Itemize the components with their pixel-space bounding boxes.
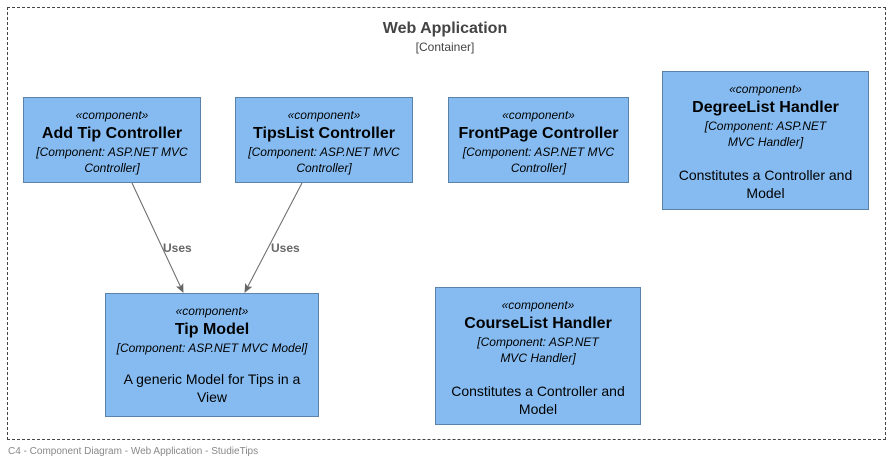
component-name: Add Tip Controller [41,125,183,142]
container-boundary [7,7,886,440]
relation-arrow-add-tip-to-tip-model [131,182,184,293]
component-name: CourseList Handler [464,315,612,332]
relation-label-add-tip-uses: Uses [163,241,192,255]
component-stereotype: «component» [501,298,575,312]
component-courselist-handler[interactable]: «component» CourseList Handler [Componen… [435,287,641,425]
component-name: FrontPage Controller [458,125,619,142]
component-name: TipsList Controller [253,125,395,142]
component-technology: [Component: ASP.NET MVC Controller] [36,145,188,175]
component-stereotype: «component» [75,108,149,122]
component-tipslist-controller[interactable]: «component» TipsList Controller [Compone… [235,97,413,183]
component-stereotype: «component» [175,304,249,318]
component-technology: [Component: ASP.NET MVC Controller] [462,145,615,175]
component-tip-model[interactable]: «component» Tip Model [Component: ASP.NE… [105,293,319,417]
component-name: DegreeList Handler [692,99,839,116]
component-name: Tip Model [174,321,250,338]
component-add-tip-controller[interactable]: «component» Add Tip Controller [Componen… [23,97,201,183]
component-description: Constitutes a Controller and Model [678,167,853,201]
relation-label-tipslist-uses: Uses [271,241,300,255]
boundary-title: Web Application [382,20,508,37]
component-technology: [Component: ASP.NET MVC Handler] [477,335,599,365]
component-technology: [Component: ASP.NET MVC Controller] [248,145,400,175]
component-description: Constitutes a Controller and Model [451,383,625,417]
component-description: A generic Model for Tips in a View [123,371,301,405]
component-stereotype: «component» [287,108,361,122]
diagram-footer-caption: C4 - Component Diagram - Web Application… [8,446,259,457]
component-stereotype: «component» [729,82,802,96]
component-frontpage-controller[interactable]: «component» FrontPage Controller [Compon… [448,97,629,183]
relation-arrow-tipslist-to-tip-model [244,182,303,293]
boundary-type-label: [Container] [415,40,475,54]
component-technology: [Component: ASP.NET MVC Handler] [704,119,827,149]
component-degreelist-handler[interactable]: «component» DegreeList Handler [Componen… [662,71,869,210]
component-technology: [Component: ASP.NET MVC Model] [116,341,308,355]
component-stereotype: «component» [502,108,575,122]
